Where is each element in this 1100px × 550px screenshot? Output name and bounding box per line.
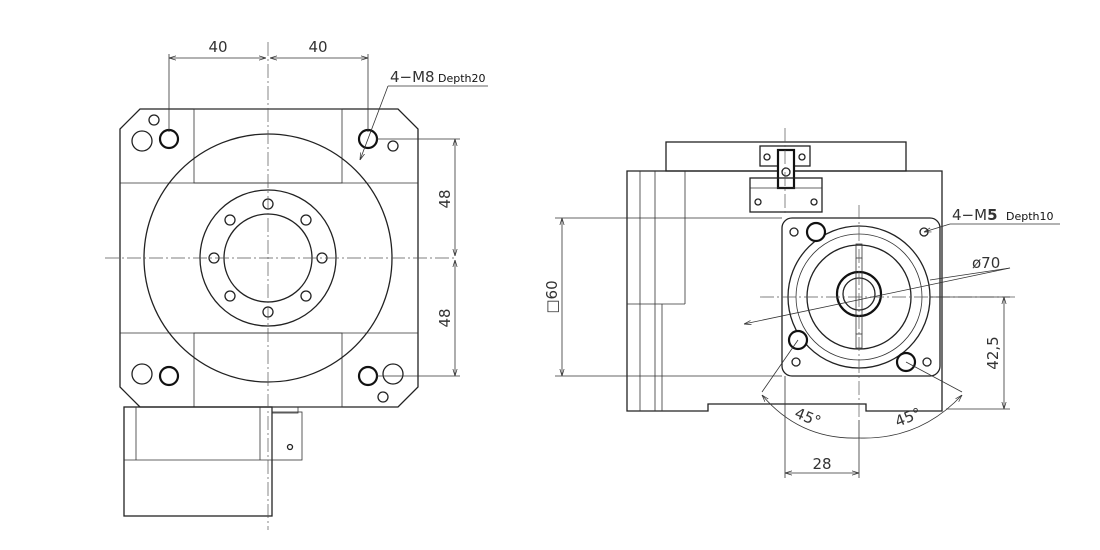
front-view-dimensions: 40 40 48 48 4−M8 Depth20 <box>168 38 488 377</box>
side-view-dimensions: □60 42,5 28 ø70 45° 45° 4−M5 Depth10 <box>543 206 1060 478</box>
dim-top-right: 40 <box>308 38 327 56</box>
dim-right-upper: 48 <box>436 189 454 208</box>
thread-prefix: 4−M <box>952 206 987 224</box>
dim-width-28: 28 <box>812 455 831 473</box>
dim-square-60: □60 <box>543 280 561 313</box>
thread-label-m5: 4−M5 <box>952 206 998 224</box>
dim-right-lower: 48 <box>436 308 454 327</box>
front-view <box>105 42 455 530</box>
thread-depth-10: Depth10 <box>1006 210 1054 223</box>
top-bracket <box>749 145 823 213</box>
dim-height-42-5: 42,5 <box>984 336 1002 369</box>
flange-outline <box>119 108 419 408</box>
motor-body <box>123 406 303 517</box>
thread-size: 5 <box>987 206 997 224</box>
dim-diameter-70: ø70 <box>972 254 1000 272</box>
thread-depth-20: Depth20 <box>438 72 486 85</box>
thread-label-m8: 4−M8 <box>390 68 435 86</box>
dim-top-left: 40 <box>208 38 227 56</box>
angle-left-45: 45° <box>792 404 823 431</box>
side-body-outline <box>626 170 943 412</box>
corner-holes <box>131 114 404 403</box>
